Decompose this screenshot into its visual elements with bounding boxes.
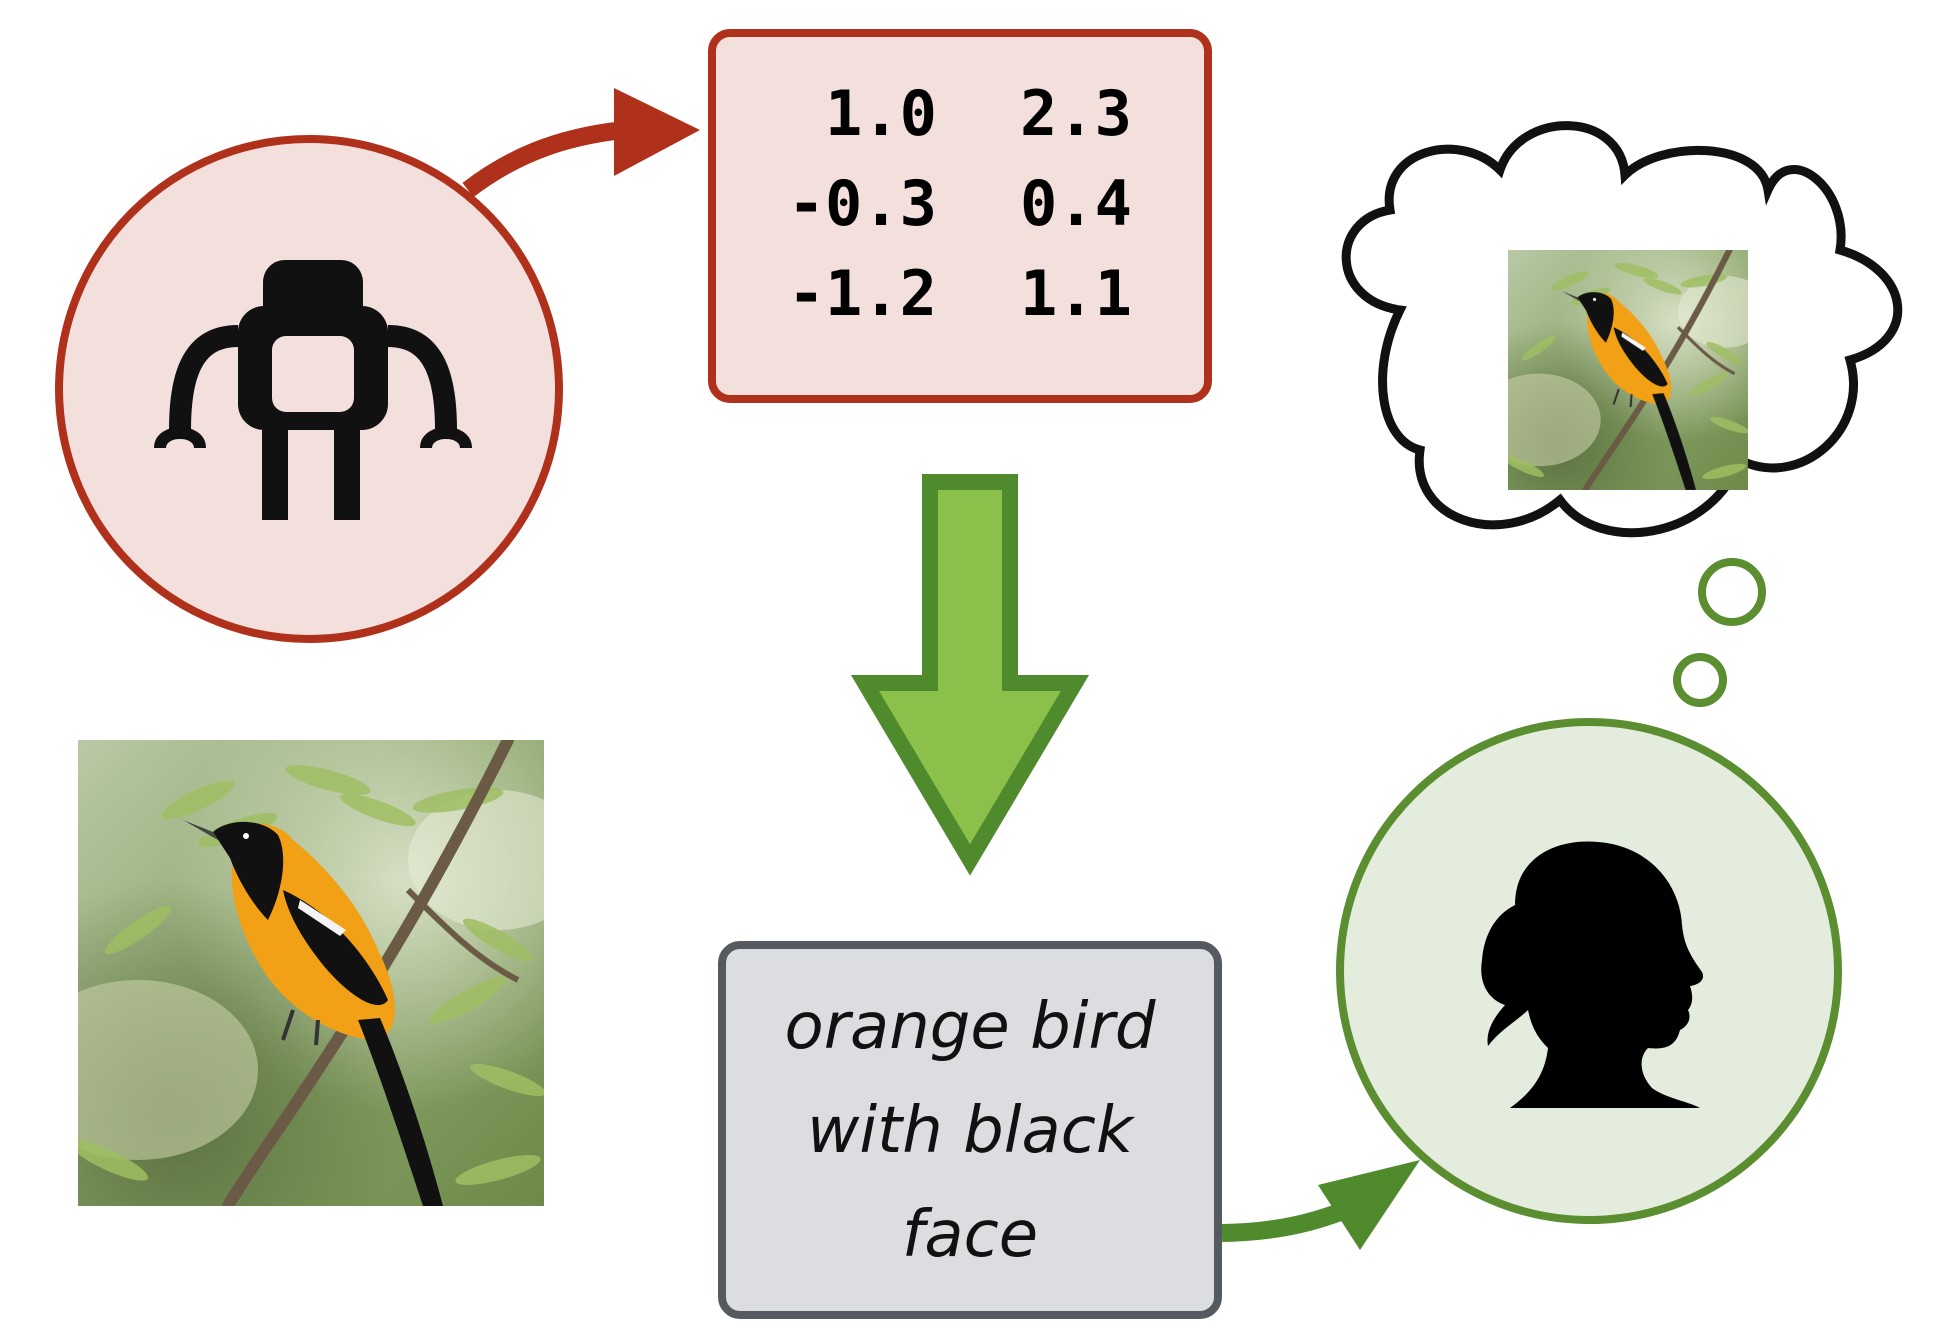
embedding-cell: 0.4	[1020, 167, 1132, 240]
caption-line: face	[902, 1198, 1038, 1272]
decode-arrow	[850, 474, 1090, 876]
oriole-bird-image	[18, 740, 588, 1206]
embedding-cell: -0.3	[788, 167, 937, 240]
robot-icon	[154, 260, 472, 520]
thought-bubble-dot	[1698, 558, 1766, 626]
encode-arrow	[462, 88, 700, 198]
embedding-cell: 1.1	[1020, 257, 1132, 330]
person-silhouette-icon	[1481, 841, 1704, 1108]
caption-box: orange bird with black face	[718, 941, 1222, 1319]
communicate-arrow	[1221, 1160, 1420, 1250]
imagined-bird-image	[1477, 250, 1771, 490]
embedding-cell: -1.2	[788, 257, 937, 330]
embedding-cell: 1.0	[825, 77, 937, 150]
thought-cloud-icon	[1341, 121, 1903, 707]
embedding-box: 1.0 2.3 -0.3 0.4 -1.2 1.1	[708, 29, 1212, 403]
embedding-cell: 2.3	[1020, 77, 1132, 150]
caption-line: with black	[807, 1094, 1136, 1168]
caption-line: orange bird	[785, 990, 1156, 1064]
thought-bubble-dot	[1673, 653, 1727, 707]
listener-node	[1336, 718, 1842, 1224]
agent-node	[55, 135, 563, 643]
